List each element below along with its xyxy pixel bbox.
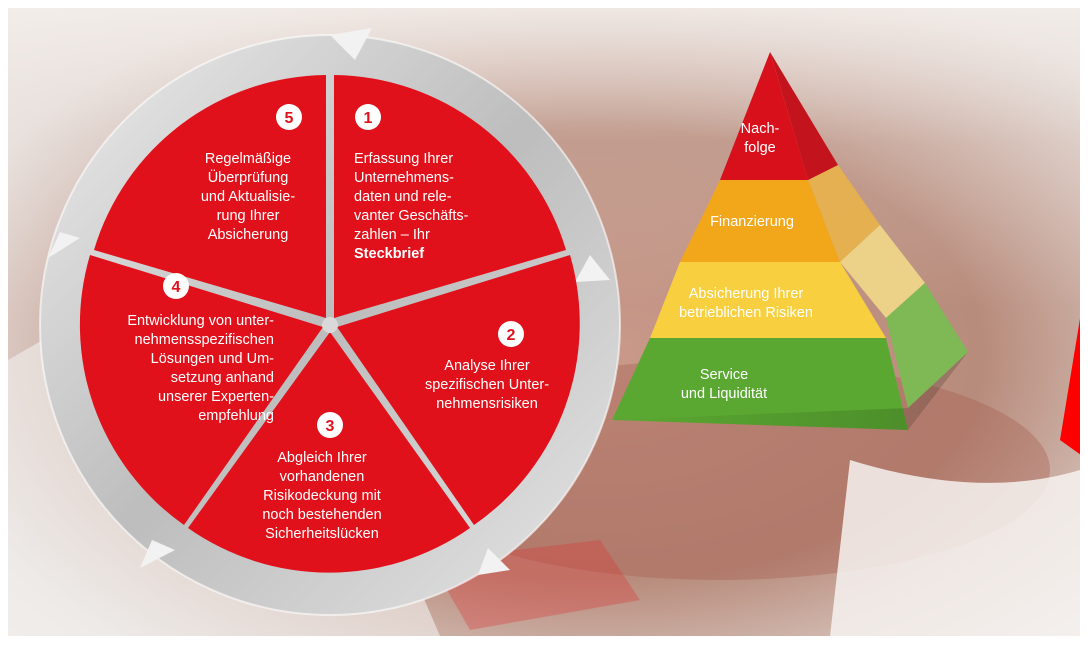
step-5-line: Regelmäßige (205, 151, 291, 167)
step-4-line: nehmensspezifischen (135, 332, 274, 348)
pyramid-label-service: Service (700, 367, 748, 383)
step-2-badge: 2 (498, 321, 524, 347)
step-3-badge: 3 (317, 412, 343, 438)
segment-2 (337, 255, 580, 525)
step-1-text: Erfassung Ihrer Unternehmens- daten und … (354, 151, 469, 262)
step-2-line: Analyse Ihrer (444, 358, 530, 374)
step-1-line: vanter Geschäfts- (354, 208, 469, 224)
step-4-number: 4 (172, 279, 181, 296)
pyramid-label-finanzierung: Finanzierung (710, 214, 794, 230)
step-1-badge: 1 (355, 104, 381, 130)
step-3-text: Abgleich Ihrer vorhandenen Risikodeckung… (262, 450, 381, 542)
segment-5 (94, 75, 326, 318)
pyramid-label-nachfolge: folge (744, 140, 775, 156)
step-3-number: 3 (326, 418, 335, 435)
step-2-number: 2 (507, 327, 516, 344)
step-5-line: Absicherung (208, 227, 289, 243)
step-1-line: zahlen – Ihr (354, 227, 430, 243)
step-1-line: Unternehmens- (354, 170, 454, 186)
pyramid-level-nachfolge (720, 52, 808, 180)
pyramid-level-service (612, 338, 908, 430)
step-1-line: Erfassung Ihrer (354, 151, 453, 167)
segment-3 (188, 332, 470, 573)
pyramid-level-absicherung (650, 262, 886, 338)
step-4-line: Lösungen und Um- (151, 351, 274, 367)
pyramid-label-service: und Liquidität (681, 386, 767, 402)
pyramid-label-nachfolge: Nach- (741, 121, 780, 137)
pyramid-level-finanzierung (680, 180, 840, 262)
ring-arrow-icon (140, 540, 175, 568)
step-5-line: und Aktualisie- (201, 189, 295, 205)
step-4-line: empfehlung (198, 408, 274, 424)
step-5-number: 5 (285, 110, 294, 127)
step-4-line: Entwicklung von unter- (127, 313, 274, 329)
step-1-number: 1 (364, 110, 373, 127)
step-2-line: nehmensrisiken (436, 396, 538, 412)
ring-arrow-icon (575, 255, 610, 282)
segment-1 (334, 75, 566, 318)
pyramid (612, 52, 968, 430)
step-3-line: Abgleich Ihrer (277, 450, 367, 466)
step-1-line: daten und rele- (354, 189, 452, 205)
step-3-line: Risikodeckung mit (263, 488, 381, 504)
cycle-wheel (39, 28, 621, 616)
step-2-text: Analyse Ihrer spezifischen Unter- nehmen… (425, 358, 549, 412)
step-3-line: Sicherheitslücken (265, 526, 379, 542)
step-3-line: vorhandenen (280, 469, 365, 485)
step-2-line: spezifischen Unter- (425, 377, 549, 393)
ring-arrow-icon (478, 548, 510, 575)
segment-4 (79, 255, 324, 525)
pyramid-label-absicherung: betrieblichen Risiken (679, 305, 813, 321)
step-5-line: Überprüfung (208, 168, 289, 186)
step-4-line: unserer Experten- (158, 389, 274, 405)
step-5-line: rung Ihrer (217, 208, 280, 224)
step-5-text: Regelmäßige Überprüfung und Aktualisie- … (201, 151, 295, 243)
step-5-badge: 5 (276, 104, 302, 130)
step-4-badge: 4 (163, 273, 189, 299)
ring-arrow-icon (330, 28, 372, 60)
pyramid-labels: Nach- folge Finanzierung Absicherung Ihr… (679, 121, 813, 402)
step-4-line: setzung anhand (171, 370, 274, 386)
pyramid-label-absicherung: Absicherung Ihrer (689, 286, 804, 302)
step-3-line: noch bestehenden (262, 507, 381, 523)
ring-arrow-icon (48, 232, 80, 258)
step-4-text: Entwicklung von unter- nehmensspezifisch… (127, 313, 274, 424)
step-1-line: Steckbrief (354, 246, 424, 262)
